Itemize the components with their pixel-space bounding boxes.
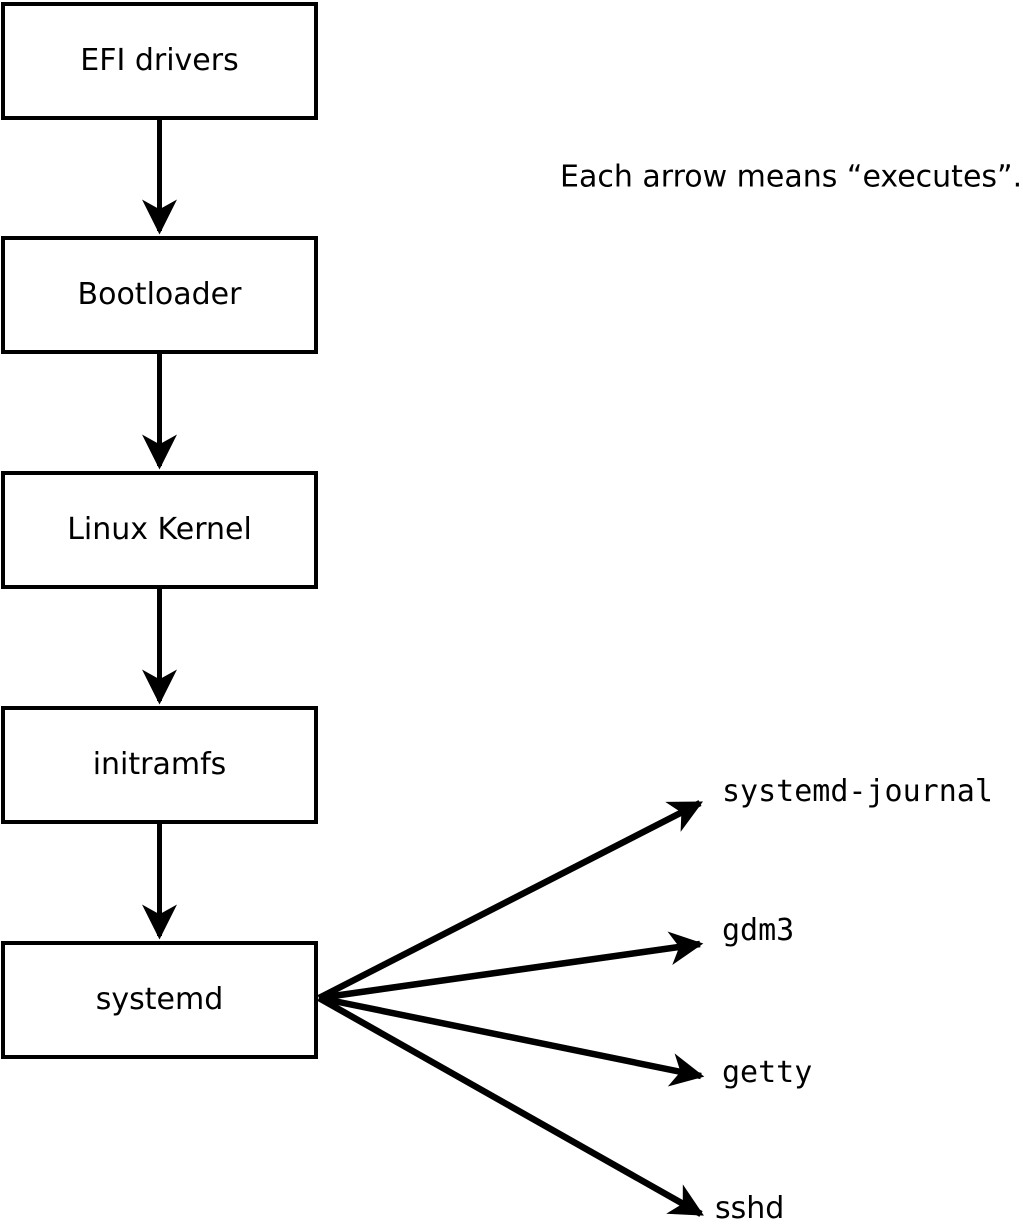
node-initramfs-label: initramfs xyxy=(92,747,227,782)
node-linux-kernel-label: Linux Kernel xyxy=(67,512,252,547)
arrow-systemd-to-systemd-journal xyxy=(317,800,704,1001)
node-systemd-label: systemd xyxy=(95,982,224,1017)
process-label-gdm3: gdm3 xyxy=(722,913,795,948)
process-label-getty: getty xyxy=(722,1055,813,1090)
process-label-sshd: sshd xyxy=(715,1191,785,1226)
arrow-legend-note: Each arrow means “executes”. xyxy=(560,159,1023,195)
node-linux-kernel: Linux Kernel xyxy=(1,471,318,589)
node-systemd: systemd xyxy=(1,941,318,1059)
node-bootloader: Bootloader xyxy=(1,236,318,354)
arrow-systemd-to-gdm3 xyxy=(318,931,704,1002)
node-initramfs: initramfs xyxy=(1,706,318,824)
node-efi-drivers: EFI drivers xyxy=(1,2,318,120)
arrow-systemd-to-sshd xyxy=(317,995,704,1217)
process-label-systemd-journal: systemd-journal xyxy=(722,774,993,809)
arrow-systemd-to-getty xyxy=(318,994,705,1087)
node-bootloader-label: Bootloader xyxy=(77,277,242,312)
node-efi-drivers-label: EFI drivers xyxy=(80,43,239,78)
